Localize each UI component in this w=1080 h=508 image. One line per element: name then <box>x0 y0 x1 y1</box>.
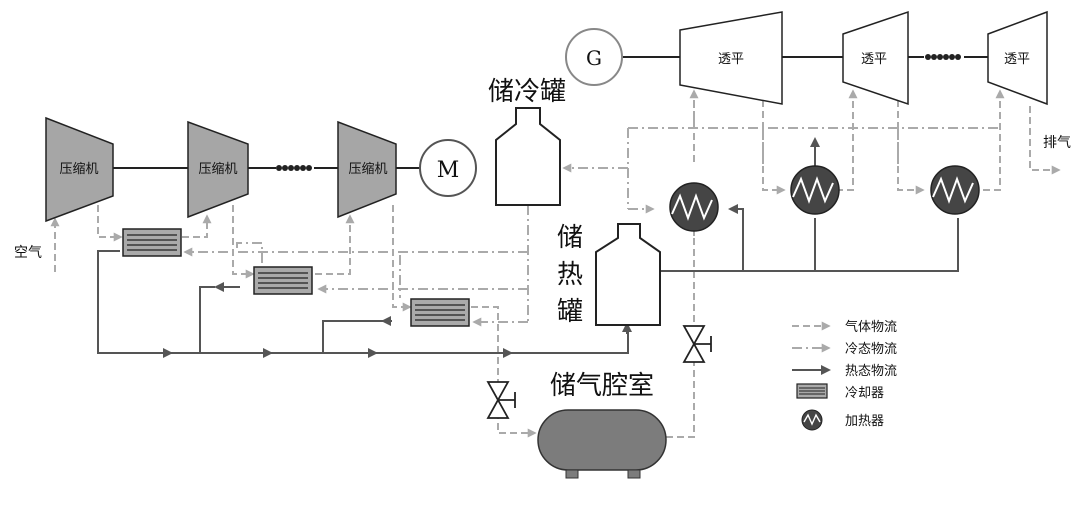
compressor-1: 压缩机 <box>45 116 114 223</box>
heat-tank-label-3: 罐 <box>557 297 583 327</box>
heater-3 <box>930 165 980 215</box>
cold-flow-lines <box>183 100 1000 327</box>
generator-label: G <box>586 46 602 70</box>
compressor-shaft <box>113 165 420 171</box>
shaft-dots <box>276 165 312 171</box>
heat-tank-label-2: 热 <box>557 260 583 290</box>
air-chamber-label: 储气腔室 <box>550 371 654 401</box>
legend-heater: 加热器 <box>801 409 884 431</box>
cooler-1 <box>122 228 182 257</box>
legend-hot-flow: 热态物流 <box>792 364 897 379</box>
legend-cooler-label: 冷却器 <box>845 386 884 401</box>
legend-cooler: 冷却器 <box>796 383 884 401</box>
turbine-3: 透平 <box>987 10 1048 106</box>
heat-tank-label-1: 储 <box>557 223 583 253</box>
legend: 气体物流 冷态物流 热态物流 冷却器 加热器 <box>792 319 897 431</box>
heat-tank: 储 热 罐 <box>557 223 661 327</box>
heater-2 <box>790 165 840 215</box>
shaft-dots-turbine <box>925 54 961 60</box>
air-chamber: 储气腔室 <box>537 371 667 479</box>
generator: G <box>565 28 623 86</box>
motor-label: M <box>437 158 460 183</box>
cold-tank-label: 储冷罐 <box>488 77 566 107</box>
turbine-2: 透平 <box>842 10 909 106</box>
legend-gas-flow-label: 气体物流 <box>845 319 897 335</box>
legend-heater-label: 加热器 <box>845 414 884 429</box>
compressor-3: 压缩机 <box>337 120 397 219</box>
legend-cold-flow-label: 冷态物流 <box>845 342 897 357</box>
heater-1 <box>669 182 719 232</box>
turbine-1: 透平 <box>679 11 783 105</box>
compressor-2: 压缩机 <box>187 120 249 219</box>
turbine-3-label: 透平 <box>1004 52 1030 67</box>
legend-gas-flow: 气体物流 <box>792 319 897 335</box>
valve-inlet <box>486 381 516 419</box>
motor: M <box>419 139 477 197</box>
turbine-1-label: 透平 <box>718 52 744 67</box>
compressor-2-label: 压缩机 <box>198 161 237 177</box>
compressor-3-label: 压缩机 <box>348 161 387 177</box>
legend-cold-flow: 冷态物流 <box>792 342 897 357</box>
legend-hot-flow-label: 热态物流 <box>845 364 897 379</box>
cooler-3 <box>410 298 470 327</box>
cooler-2 <box>253 266 313 295</box>
air-inlet-label: 空气 <box>14 245 42 261</box>
hot-flow-lines <box>97 137 959 358</box>
exhaust-label: 排气 <box>1043 135 1071 151</box>
cold-tank: 储冷罐 <box>488 77 566 206</box>
turbine-2-label: 透平 <box>861 52 887 67</box>
turbine-shaft <box>622 54 988 60</box>
compressor-1-label: 压缩机 <box>59 161 98 177</box>
valve-outlet <box>682 325 712 363</box>
